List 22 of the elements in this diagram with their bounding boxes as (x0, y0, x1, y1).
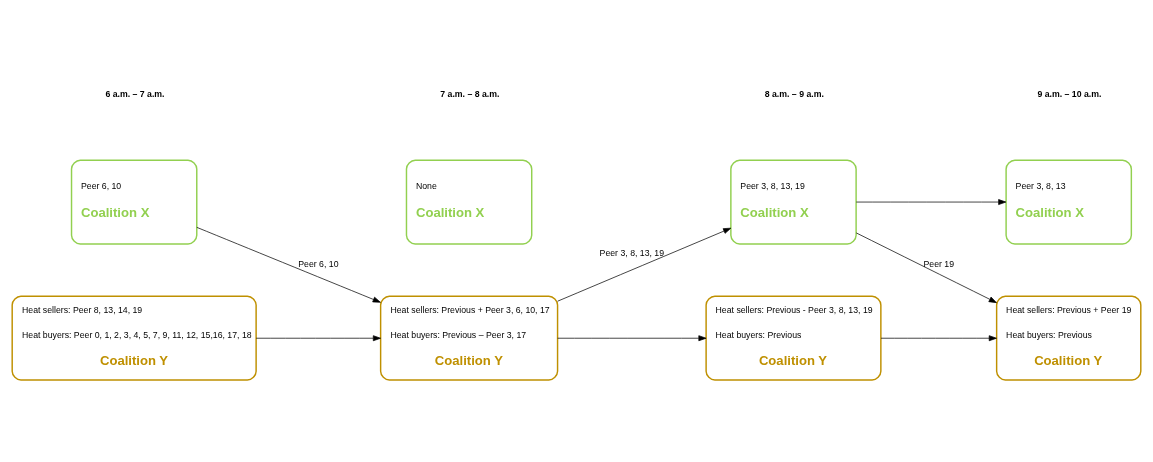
arrow (880, 335, 997, 342)
node-box: Peer 6, 10 Coalition X (70, 159, 198, 245)
arrow (855, 199, 1007, 205)
node-box: Peer 3, 8, 13 Coalition X (1005, 159, 1133, 245)
edge-label: Peer 19 (923, 259, 955, 270)
node-box: Heat sellers: Peer 8, 13, 14, 19 Heat buyers: Peer 0, 1, 2, 3, 4, 5, 7, 9, 11, 12, 15,16, 17, 18 Coalition Y (11, 295, 257, 381)
node-box: Peer 3, 8, 13, 19 Coalition X (730, 159, 857, 245)
node-box: None Coalition X (405, 159, 533, 245)
arrow (855, 232, 997, 303)
arrow (557, 335, 707, 342)
node-box: Heat sellers: Previous - Peer 3, 8, 13, 19 Heat buyers: Previous Coalition Y (705, 295, 882, 381)
node-box: Heat sellers: Previous + Peer 19 Heat buyers: Previous Coalition Y (995, 295, 1142, 381)
label: 7 a.m. – 8 a.m. (440, 88, 500, 99)
edge-label: Peer 6, 10 (298, 259, 339, 270)
arrow (557, 227, 732, 302)
arrow (255, 335, 381, 342)
label: 8 a.m. – 9 a.m. (764, 88, 824, 99)
label: 6 a.m. – 7 a.m. (105, 88, 165, 99)
node-box: Heat sellers: Previous + Peer 3, 6, 10, 17 Heat buyers: Previous – Peer 3, 17 Coalition Y (379, 295, 559, 381)
label: 9 a.m. – 10 a.m. (1037, 88, 1102, 99)
arrow (196, 227, 381, 303)
edge-label: Peer 3, 8, 13, 19 (599, 247, 665, 258)
